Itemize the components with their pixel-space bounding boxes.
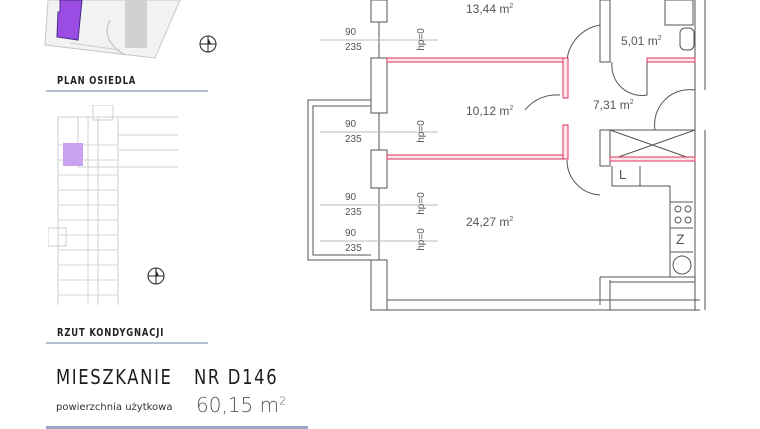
room-area-label: 24,27 m2 <box>466 215 514 229</box>
sill-height: hp=0 <box>415 228 427 251</box>
window-height: 235 <box>345 207 362 218</box>
room-area-label: 5,01 m2 <box>621 34 662 48</box>
sink-label: Z <box>676 231 685 247</box>
floor-plan-compass-icon <box>147 267 165 290</box>
room-area-label: 10,12 m2 <box>466 104 514 118</box>
room-area-label: 7,31 m2 <box>593 98 634 112</box>
usable-area-value: 60,15 m2 <box>196 393 287 417</box>
sill-height: hp=0 <box>415 28 427 51</box>
fridge-label: L <box>619 167 627 182</box>
divider <box>46 90 208 92</box>
divider <box>46 342 208 344</box>
apartment-number: NR D146 <box>194 365 279 389</box>
window-height: 235 <box>345 42 362 53</box>
site-plan-label: PLAN OSIEDLA <box>57 74 137 87</box>
window-width: 90 <box>345 192 357 203</box>
floor-plan-label: RZUT KONDYGNACJI <box>57 326 165 339</box>
site-plan-drawing <box>44 0 181 59</box>
apartment-title: MIESZKANIE <box>56 365 173 389</box>
sill-height: hp=0 <box>415 120 427 143</box>
apartment-floor-plan <box>307 0 706 311</box>
usable-area-label: powierzchnia użytkowa <box>56 402 173 413</box>
site-plan-thumbnail <box>40 0 190 62</box>
window-width: 90 <box>345 119 357 130</box>
sill-height: hp=0 <box>415 192 427 215</box>
window-height: 235 <box>345 243 362 254</box>
window-width: 90 <box>345 27 357 38</box>
site-plan-compass-icon <box>199 35 217 58</box>
window-height: 235 <box>345 134 362 145</box>
window-width: 90 <box>345 228 357 239</box>
room-area-label: 13,44 m2 <box>466 2 514 16</box>
